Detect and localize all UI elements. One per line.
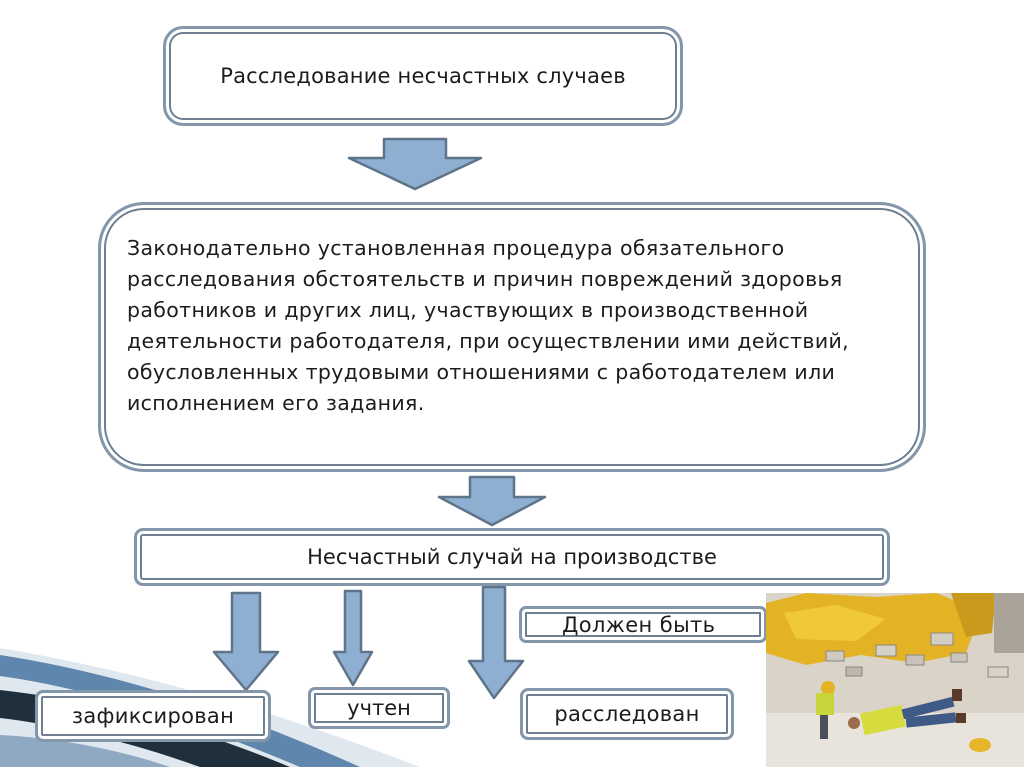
accident-box: Несчастный случай на производстве [134,528,890,586]
definition-box-text: Законодательно установленная процедура о… [127,236,850,415]
outcome-recorded-text: зафиксирован [71,704,235,728]
arrow-down-icon [347,137,483,191]
arrow-down-icon [332,589,374,687]
must-be-box-text: Должен быть [562,612,716,637]
outcome-investigated-text: расследован [554,702,700,726]
outcome-counted-box: учтен [308,687,450,729]
arrow-down-icon [467,585,525,700]
title-box-text: Расследование несчастных случаев [220,64,626,88]
must-be-box: Должен быть [519,606,767,643]
title-box: Расследование несчастных случаев [163,26,683,126]
accident-box-text: Несчастный случай на производстве [307,545,717,569]
outcome-counted-text: учтен [347,696,411,720]
outcome-recorded-box: зафиксирован [35,690,271,742]
arrow-down-icon [212,591,280,692]
arrow-down-icon [437,475,547,527]
outcome-investigated-box: расследован [520,688,734,740]
definition-box: Законодательно установленная процедура о… [98,202,926,472]
workplace-accident-photo [766,593,1024,767]
